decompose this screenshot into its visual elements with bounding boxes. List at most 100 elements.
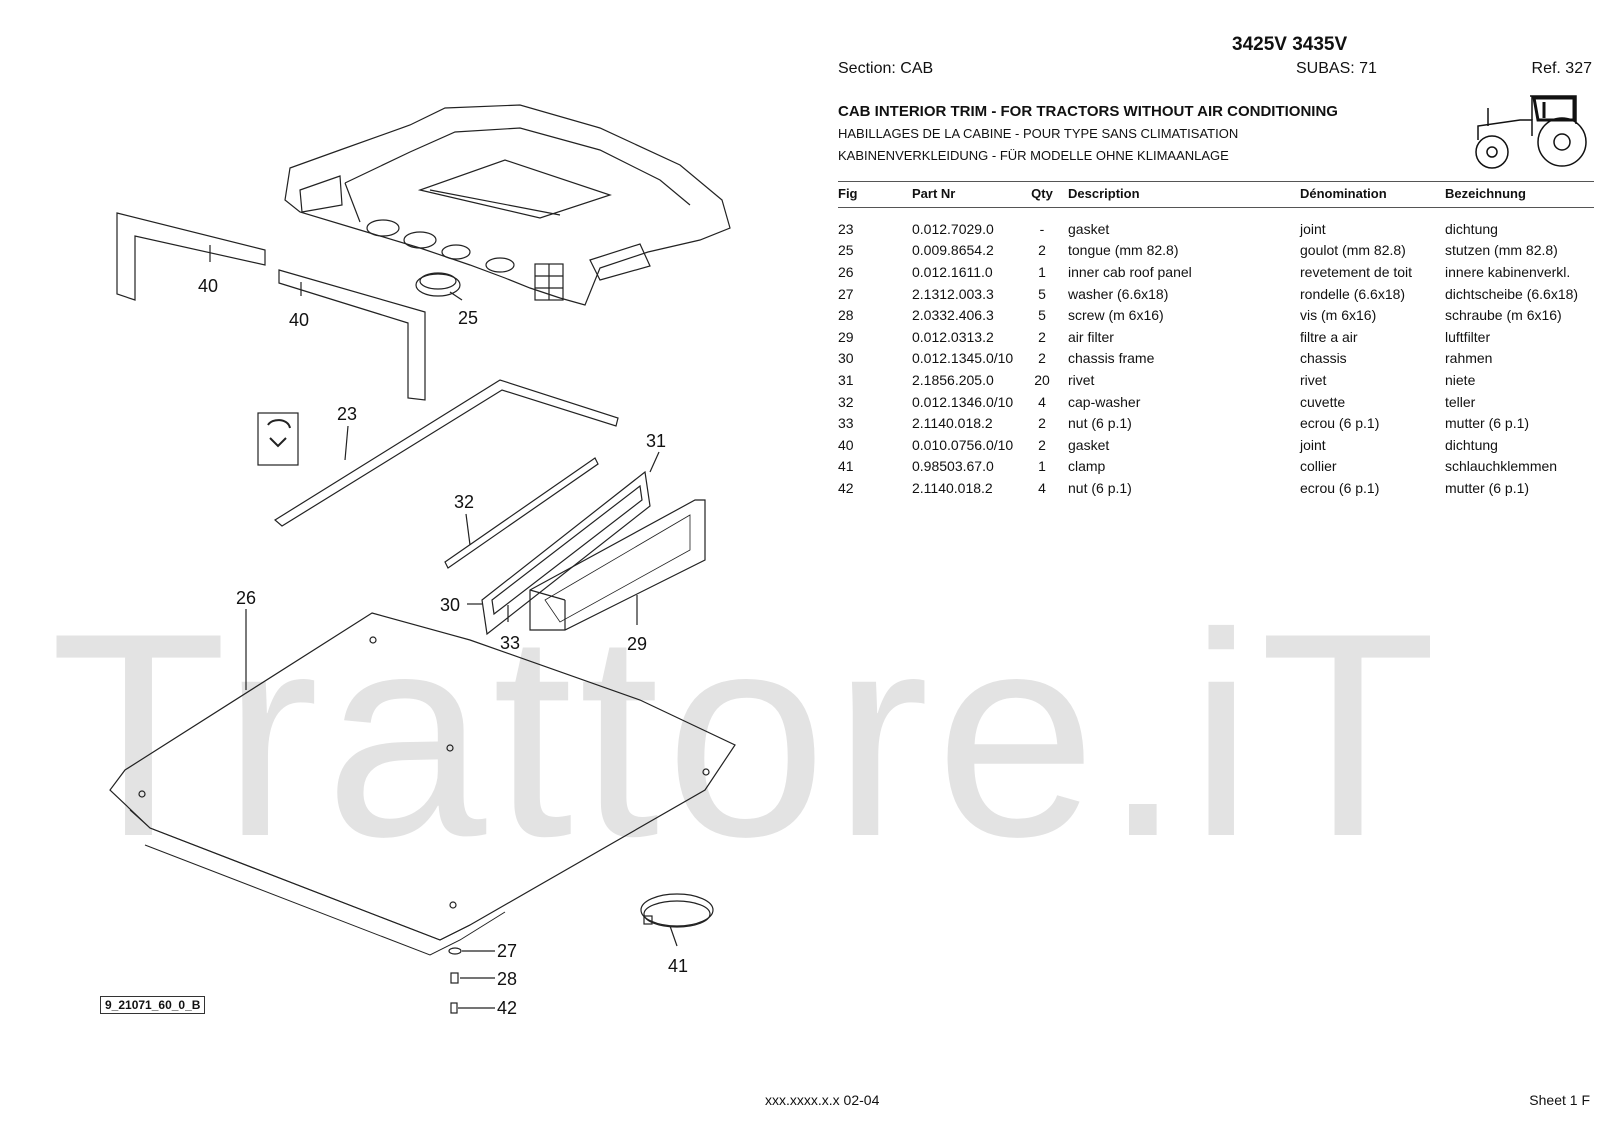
callout-40-left: 40 — [198, 276, 218, 296]
table-cell: stutzen (mm 82.8) — [1445, 242, 1558, 259]
table-cell: 0.98503.67.0 — [912, 458, 994, 475]
callout-28: 28 — [497, 969, 517, 989]
callout-40-middle: 40 — [289, 310, 309, 330]
table-cell: luftfilter — [1445, 328, 1491, 345]
table-cell: goulot (mm 82.8) — [1300, 242, 1406, 259]
table-cell: 2 — [1038, 436, 1046, 453]
callout-42: 42 — [497, 998, 517, 1018]
table-row: 41 0.98503.67.0 1 clamp collier schlauchklemm… — [838, 456, 1594, 478]
callout-23: 23 — [337, 404, 357, 424]
table-cell: 0.012.1611.0 — [912, 263, 993, 280]
table-cell: schraube (m 6x16) — [1445, 307, 1562, 324]
table-cell: cuvette — [1300, 393, 1346, 410]
table-cell: filtre a air — [1300, 328, 1358, 345]
table-cell: 28 — [838, 307, 854, 324]
table-cell: 2.0332.406.3 — [912, 307, 994, 324]
table-cell: screw (m 6x16) — [1068, 307, 1164, 324]
table-cell: ecrou (6 p.1) — [1300, 479, 1380, 496]
screw-28 — [450, 972, 459, 984]
table-cell: 0.012.1345.0/10 — [912, 350, 1014, 367]
callout-29: 29 — [627, 634, 647, 654]
callout-33: 33 — [500, 633, 520, 653]
table-cell: dichtung — [1445, 436, 1498, 453]
callout-32: 32 — [454, 492, 474, 512]
table-cell: 5 — [1038, 285, 1046, 302]
table-cell: 32 — [838, 393, 854, 410]
callout-30: 30 — [440, 595, 460, 615]
table-cell: nut (6 p.1) — [1068, 415, 1132, 432]
table-cell: joint — [1300, 436, 1326, 453]
column-header-part-nr: Part Nr — [912, 181, 1016, 208]
table-cell: 4 — [1038, 479, 1046, 496]
table-cell: rondelle (6.6x18) — [1300, 285, 1406, 302]
tongue-25 — [415, 272, 461, 297]
table-cell: mutter (6 p.1) — [1445, 415, 1530, 432]
table-cell: 29 — [838, 328, 854, 345]
gasket-profile-inset — [257, 412, 299, 466]
table-cell: chassis — [1300, 350, 1347, 367]
column-header-description: Description — [1068, 181, 1300, 208]
table-cell: 33 — [838, 415, 854, 432]
table-cell: inner cab roof panel — [1068, 263, 1192, 280]
table-cell: air filter — [1068, 328, 1114, 345]
nut-42 — [450, 1002, 458, 1014]
table-cell: 2.1312.003.3 — [912, 285, 994, 302]
table-cell: 31 — [838, 371, 854, 388]
parts-table: Fig Part Nr Qty Description Dénomination… — [838, 181, 1594, 499]
table-cell: schlauchklemmen — [1445, 458, 1558, 475]
model-title: 3425V 3435V — [1232, 34, 1348, 55]
cab-roof-shell — [284, 104, 731, 306]
table-cell: dichtscheibe (6.6x18) — [1445, 285, 1579, 302]
table-cell: mutter (6 p.1) — [1445, 479, 1530, 496]
drawing-id: 9_21071_60_0_B — [100, 996, 206, 1014]
table-cell: 0.012.0313.2 — [912, 328, 994, 345]
tractor-icon — [1475, 95, 1587, 169]
title-german: KABINENVERKLEIDUNG - FÜR MODELLE OHNE KL… — [838, 148, 1229, 163]
table-cell: gasket — [1068, 436, 1110, 453]
table-cell: rahmen — [1445, 350, 1493, 367]
table-cell: vis (m 6x16) — [1300, 307, 1377, 324]
table-cell: 27 — [838, 285, 854, 302]
table-cell: 40 — [838, 436, 854, 453]
table-cell: 2 — [1038, 350, 1046, 367]
title-english: CAB INTERIOR TRIM - FOR TRACTORS WITHOUT… — [838, 103, 1338, 120]
table-cell: ecrou (6 p.1) — [1300, 415, 1380, 432]
table-cell: 26 — [838, 263, 854, 280]
section-label: Section: CAB — [838, 60, 934, 77]
table-header-row: Fig Part Nr Qty Description Dénomination… — [838, 181, 1594, 208]
title-french: HABILLAGES DE LA CABINE - POUR TYPE SANS… — [838, 126, 1239, 141]
table-cell: niete — [1445, 371, 1476, 388]
table-cell: cap-washer — [1068, 393, 1141, 410]
table-cell: 0.010.0756.0/10 — [912, 436, 1014, 453]
table-cell: innere kabinenverkl. — [1445, 263, 1571, 280]
table-cell: collier — [1300, 458, 1337, 475]
table-cell: clamp — [1068, 458, 1106, 475]
roof-panel-26 — [109, 612, 736, 941]
table-cell: 23 — [838, 220, 854, 237]
chassis-frame-30 — [481, 470, 651, 636]
table-cell: rivet — [1300, 371, 1327, 388]
table-cell: 41 — [838, 458, 854, 475]
clamp-41 — [640, 893, 714, 928]
table-cell: 1 — [1038, 458, 1046, 475]
gasket-23 — [273, 379, 619, 527]
table-cell: 2.1140.018.2 — [912, 415, 993, 432]
callout-26: 26 — [236, 588, 256, 608]
washer-27 — [448, 947, 462, 955]
exploded-parts-diagram: 40 40 25 23 31 32 30 33 29 26 27 28 42 4… — [109, 104, 736, 1018]
table-cell: 2 — [1038, 242, 1046, 259]
air-filter-29 — [529, 499, 706, 631]
callout-27: 27 — [497, 941, 517, 961]
callout-25: 25 — [458, 308, 478, 328]
table-cell: 2 — [1038, 328, 1046, 345]
table-cell: 0.012.1346.0/10 — [912, 393, 1014, 410]
table-cell: 4 — [1038, 393, 1046, 410]
